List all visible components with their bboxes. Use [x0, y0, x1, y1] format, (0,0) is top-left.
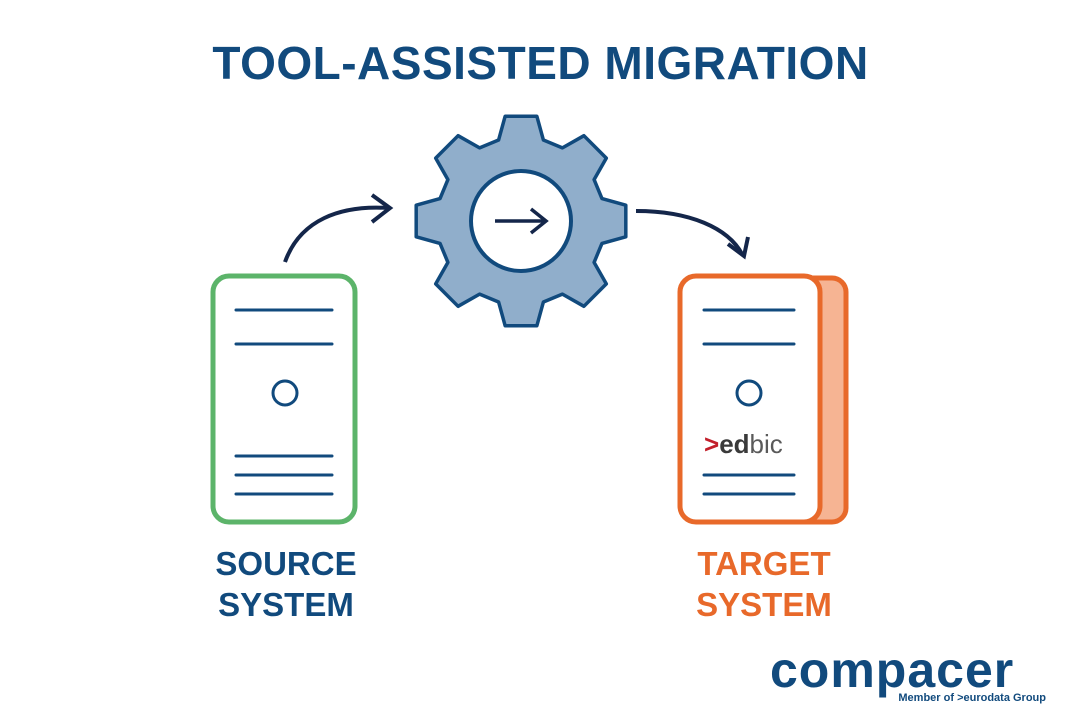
gear-icon [414, 114, 628, 328]
arrowhead-icon [370, 193, 394, 224]
arrow-right-icon [495, 207, 549, 235]
page-title: TOOL-ASSISTED MIGRATION [212, 37, 869, 89]
power-button-icon [735, 379, 763, 407]
logo-tagline: Member of >eurodata Group [898, 692, 1046, 704]
power-button-icon [271, 379, 299, 407]
target-system-label: TARGET SYSTEM [644, 543, 884, 625]
curved-arrow-icon [635, 209, 744, 255]
edbic-logo: >edbic [704, 429, 783, 459]
logo-name: compacer [770, 642, 1015, 698]
target-label-line2: SYSTEM [696, 586, 832, 623]
target-label-line1: TARGET [697, 545, 831, 582]
arrowhead-icon [726, 236, 750, 260]
source-label-line2: SYSTEM [218, 586, 354, 623]
curved-arrow-icon [283, 205, 389, 263]
target-server: >edbic [677, 273, 849, 525]
source-label-line1: SOURCE [215, 545, 357, 582]
source-server [210, 273, 358, 525]
compacer-logo: compacer Member of >eurodata Group [770, 642, 1060, 712]
source-system-label: SOURCE SYSTEM [166, 543, 406, 625]
